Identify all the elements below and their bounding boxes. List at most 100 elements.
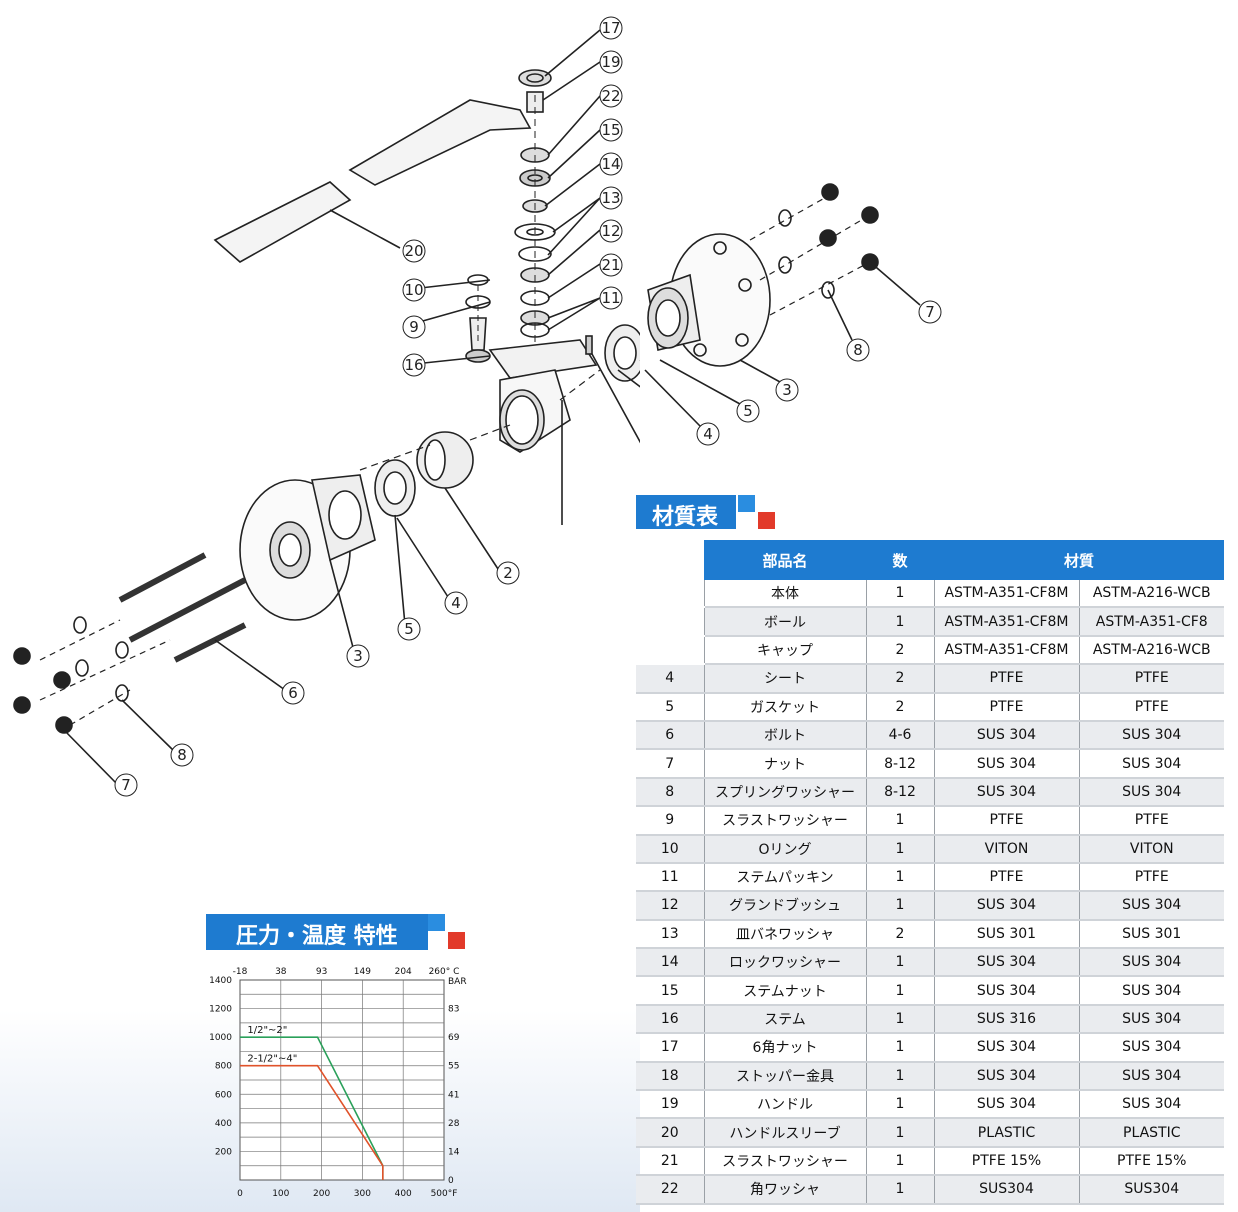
row-material-2: SUS304 xyxy=(1078,1175,1224,1205)
row-qty: 1 xyxy=(865,862,934,893)
callout-2: 2 xyxy=(496,561,520,585)
row-material-2: ASTM-A216-WCB xyxy=(1078,580,1224,609)
row-qty: 1 xyxy=(865,806,934,836)
callout-9: 9 xyxy=(402,315,426,339)
x-tick-top: 93 xyxy=(316,967,327,977)
row-material-1: SUS304 xyxy=(933,1175,1079,1205)
row-qty: 8-12 xyxy=(865,749,934,779)
y-tick-left: 1400 xyxy=(209,976,232,986)
row-no: 9 xyxy=(636,806,704,836)
row-no: 18 xyxy=(636,1061,704,1092)
callout-7-left: 7 xyxy=(114,773,138,797)
y-tick-left: 800 xyxy=(215,1062,232,1072)
svg-text:2: 2 xyxy=(503,564,513,582)
row-name: ナット xyxy=(703,749,866,779)
row-name: ボール xyxy=(703,607,866,637)
row-no: 14 xyxy=(636,948,704,978)
svg-text:16: 16 xyxy=(404,356,423,374)
y-tick-left: 400 xyxy=(215,1119,232,1129)
svg-text:21: 21 xyxy=(601,256,620,274)
row-material-2: SUS 304 xyxy=(1078,1004,1224,1035)
svg-text:5: 5 xyxy=(404,620,414,638)
row-name: シート xyxy=(703,664,866,694)
x-tick-bottom: 400 xyxy=(395,1189,412,1199)
y-tick-right: 0 xyxy=(448,1176,454,1186)
row-name: ハンドルスリーブ xyxy=(703,1118,866,1148)
x-tick-bottom: 300 xyxy=(354,1189,371,1199)
svg-text:3: 3 xyxy=(782,381,792,399)
materials-heading-bar xyxy=(636,495,736,529)
materials-heading: 材質表 xyxy=(652,505,719,530)
row-material-2: PTFE xyxy=(1078,692,1224,722)
row-material-2: ASTM-A351-CF8 xyxy=(1078,607,1224,637)
svg-text:13: 13 xyxy=(601,189,620,207)
row-material-1: PTFE xyxy=(933,692,1079,722)
row-no: 16 xyxy=(636,1004,704,1035)
row-material-1: SUS 304 xyxy=(933,891,1079,921)
row-no: 20 xyxy=(636,1118,704,1148)
row-material-2: VITON xyxy=(1078,834,1224,864)
row-no: 12 xyxy=(636,891,704,921)
row-material-1: SUS 301 xyxy=(933,919,1079,950)
header-no xyxy=(636,540,704,580)
row-qty: 1 xyxy=(865,1004,934,1035)
x-tick-bottom: 500°F xyxy=(431,1189,458,1199)
row-material-2: PTFE xyxy=(1078,806,1224,836)
row-no: 10 xyxy=(636,834,704,864)
header-part-name: 部品名 xyxy=(704,540,866,580)
row-material-1: SUS 316 xyxy=(933,1004,1079,1035)
callout-8-right: 8 xyxy=(846,338,870,362)
row-name: スラストワッシャー xyxy=(703,806,866,836)
svg-text:19: 19 xyxy=(601,53,620,71)
svg-text:9: 9 xyxy=(409,318,419,336)
svg-text:10: 10 xyxy=(404,281,423,299)
row-no: 6 xyxy=(636,720,704,751)
heading-square-blue xyxy=(738,495,755,512)
callout-17: 17 xyxy=(599,16,623,40)
row-material-2: ASTM-A216-WCB xyxy=(1078,635,1224,666)
row-name: ロックワッシャー xyxy=(703,948,866,978)
callout-12: 12 xyxy=(599,219,623,243)
row-material-2: PLASTIC xyxy=(1078,1118,1224,1148)
row-qty: 1 xyxy=(865,834,934,864)
svg-text:20: 20 xyxy=(404,242,423,260)
row-qty: 4-6 xyxy=(865,720,934,751)
svg-text:17: 17 xyxy=(601,19,620,37)
callout-4-right: 4 xyxy=(696,422,720,446)
callout-5-left: 5 xyxy=(397,617,421,641)
row-qty: 2 xyxy=(865,635,934,666)
row-name: ステムナット xyxy=(703,976,866,1006)
chart-heading-square-red xyxy=(448,932,465,949)
chart-grid xyxy=(239,979,445,1181)
row-qty: 2 xyxy=(865,664,934,694)
svg-text:6: 6 xyxy=(288,684,298,702)
callout-4-left: 4 xyxy=(444,591,468,615)
row-name: ボルト xyxy=(703,720,866,751)
svg-text:11: 11 xyxy=(601,289,620,307)
y-tick-right: 55 xyxy=(448,1062,459,1072)
row-no: 13 xyxy=(636,919,704,950)
row-material-2: SUS 304 xyxy=(1078,1090,1224,1120)
callout-15: 15 xyxy=(599,118,623,142)
row-material-2: SUS 304 xyxy=(1078,976,1224,1006)
row-qty: 2 xyxy=(865,692,934,722)
row-no: 2 xyxy=(636,607,704,637)
y-tick-left: 1200 xyxy=(209,1005,232,1015)
row-qty: 1 xyxy=(865,1175,934,1205)
materials-header-row: 部品名 数 材質 xyxy=(636,540,1224,580)
row-qty: 1 xyxy=(865,1146,934,1177)
x-tick-top: -18 xyxy=(233,967,248,977)
svg-text:8: 8 xyxy=(177,746,187,764)
y-tick-left: 600 xyxy=(215,1090,232,1100)
row-qty: 2 xyxy=(865,919,934,950)
